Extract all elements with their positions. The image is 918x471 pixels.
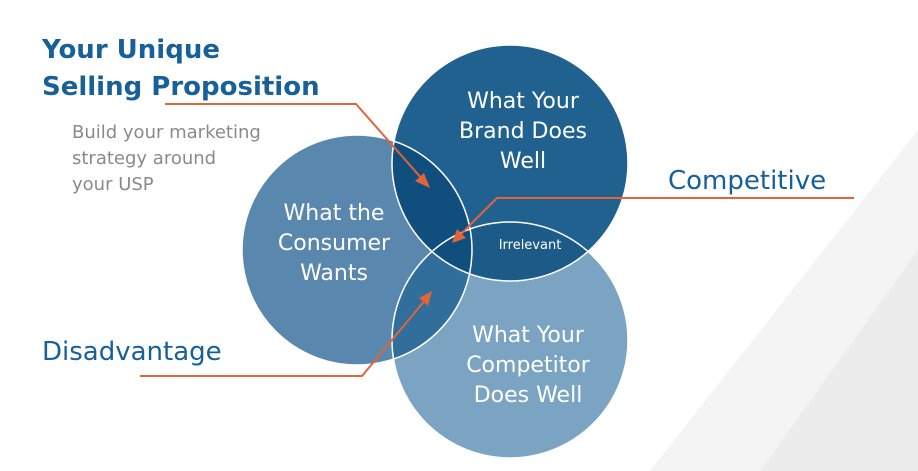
subtitle-line-1: Build your marketing [72,122,261,143]
brand-circle-outline [391,44,629,282]
competitor-label-line-3: Does Well [474,383,583,408]
irrelevant-label: Irrelevant [499,238,562,253]
disadvantage-label: Disadvantage [42,337,222,367]
usp-overlap [392,135,472,281]
consumer-label-line-1: What the [284,201,385,226]
consumer-label-line-3: Wants [300,261,368,286]
brand-label-line-1: What Your [467,89,580,114]
competitive-label: Competitive [668,166,826,196]
competitor-label-line-2: Competitor [466,353,591,378]
subtitle-line-2: strategy around [72,148,216,169]
consumer-label-line-2: Consumer [278,231,391,256]
brand-label-line-2: Brand Does [459,119,587,144]
subtitle-line-3: your USP [72,174,154,195]
title-line-2: Selling Proposition [42,72,320,102]
competitor-label-line-1: What Your [472,323,585,348]
usp-arrow-line [165,103,424,181]
disadvantage-overlap [392,222,472,365]
disadvantage-arrow-line [140,298,427,377]
usp-arrow-head [415,173,430,188]
competitive-arrow-line [457,197,854,238]
brand-label-line-3: Well [500,149,546,174]
background-shape-inner [760,250,918,471]
consumer-circle-outline [241,134,473,366]
title-line-1: Your Unique [41,35,220,65]
competitive-arrow-head [452,229,466,243]
disadvantage-arrow-head [419,291,432,306]
